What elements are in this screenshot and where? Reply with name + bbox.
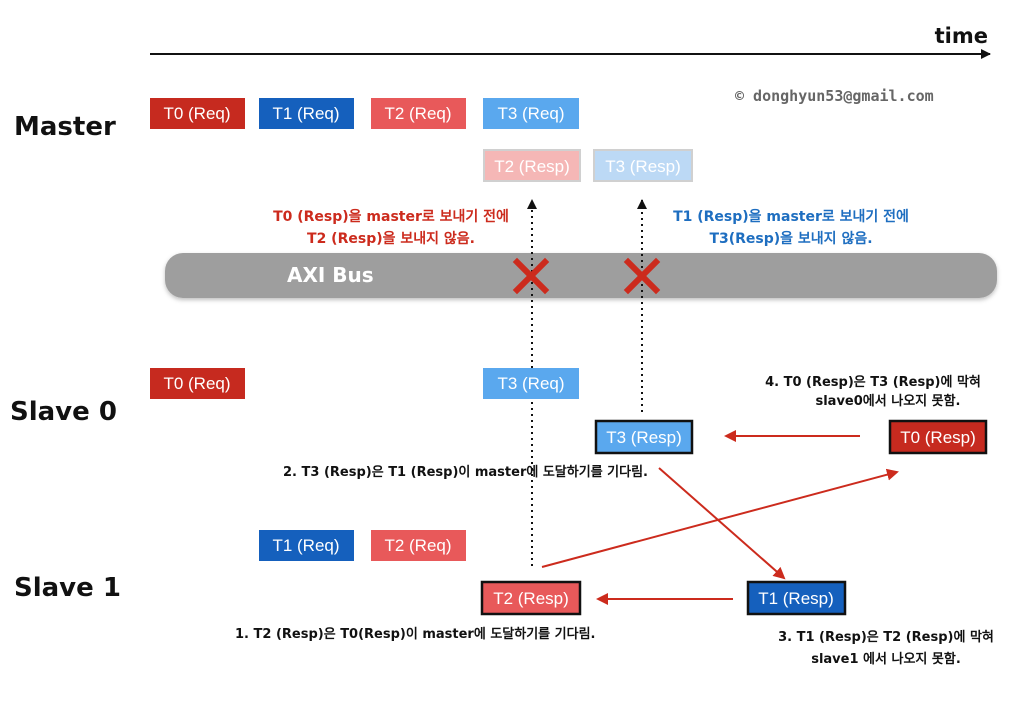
slave1-t1-resp-box: [746, 580, 847, 616]
master-t3-req-box: [483, 98, 579, 129]
master-t2-resp-label: T2 (Resp): [494, 157, 570, 176]
note-blue-line2: T3(Resp)을 보내지 않음.: [709, 230, 872, 247]
note-3-line1: 3. T1 (Resp)은 T2 (Resp)에 막혀: [778, 629, 994, 645]
time-label: time: [935, 24, 988, 48]
master-t1-req-label: T1 (Req): [272, 104, 339, 123]
block-x-icon: [512, 257, 550, 295]
note-3-line2: slave1 에서 나오지 못함.: [811, 651, 961, 667]
slave0-t0-req-label: T0 (Req): [163, 374, 230, 393]
slave1-t1-req-label: T1 (Req): [272, 536, 339, 555]
row-label-slave0: Slave 0: [10, 397, 117, 427]
axi-bus-label: AXI Bus: [287, 263, 374, 287]
slave1-t2-req-label: T2 (Req): [384, 536, 451, 555]
master-t3-req-label: T3 (Req): [497, 104, 564, 123]
note-blue-line1: T1 (Resp)을 master로 보내기 전에: [673, 208, 909, 225]
slave1-t1-req-box: [259, 530, 354, 561]
slave0-t0-resp-label: T0 (Resp): [900, 428, 976, 447]
arrow-t3-to-t1: [658, 467, 786, 580]
axi-bus: [165, 253, 997, 298]
arrow-t2-to-t0: [541, 468, 899, 568]
slave0-t3-resp-label: T3 (Resp): [606, 428, 682, 447]
block-x-icon: [623, 257, 661, 295]
master-t2-resp-box: [483, 149, 581, 182]
note-2: 2. T3 (Resp)은 T1 (Resp)이 master에 도달하기를 기…: [283, 464, 648, 480]
slave0-t0-resp-box: [888, 419, 988, 455]
slave1-t2-req-box: [371, 530, 466, 561]
slave0-t3-req-box: [483, 368, 579, 399]
master-t0-req-box: [150, 98, 245, 129]
slave0-t3-resp-box: [594, 419, 694, 455]
note-1: 1. T2 (Resp)은 T0(Resp)이 master에 도달하기를 기다…: [235, 626, 595, 642]
note-red-line2: T2 (Resp)을 보내지 않음.: [307, 230, 475, 247]
master-t3-resp-box: [593, 149, 693, 182]
slave1-t2-resp-box: [480, 580, 582, 616]
master-t3-resp-label: T3 (Resp): [605, 157, 681, 176]
note-4-line2: slave0에서 나오지 못함.: [815, 393, 960, 409]
slave0-t3-req-label: T3 (Req): [497, 374, 564, 393]
row-label-slave1: Slave 1: [14, 573, 121, 603]
slave1-t2-resp-label: T2 (Resp): [493, 589, 569, 608]
row-label-master: Master: [14, 112, 116, 142]
master-t2-req-label: T2 (Req): [384, 104, 451, 123]
slave1-t1-resp-label: T1 (Resp): [758, 589, 834, 608]
master-t1-req-box: [259, 98, 354, 129]
note-4-line1: 4. T0 (Resp)은 T3 (Resp)에 막혀: [765, 374, 981, 390]
note-red-line1: T0 (Resp)을 master로 보내기 전에: [273, 208, 509, 225]
slave0-t0-req-box: [150, 368, 245, 399]
copyright-text: © donghyun53@gmail.com: [735, 87, 934, 105]
master-t2-req-box: [371, 98, 466, 129]
master-t0-req-label: T0 (Req): [163, 104, 230, 123]
